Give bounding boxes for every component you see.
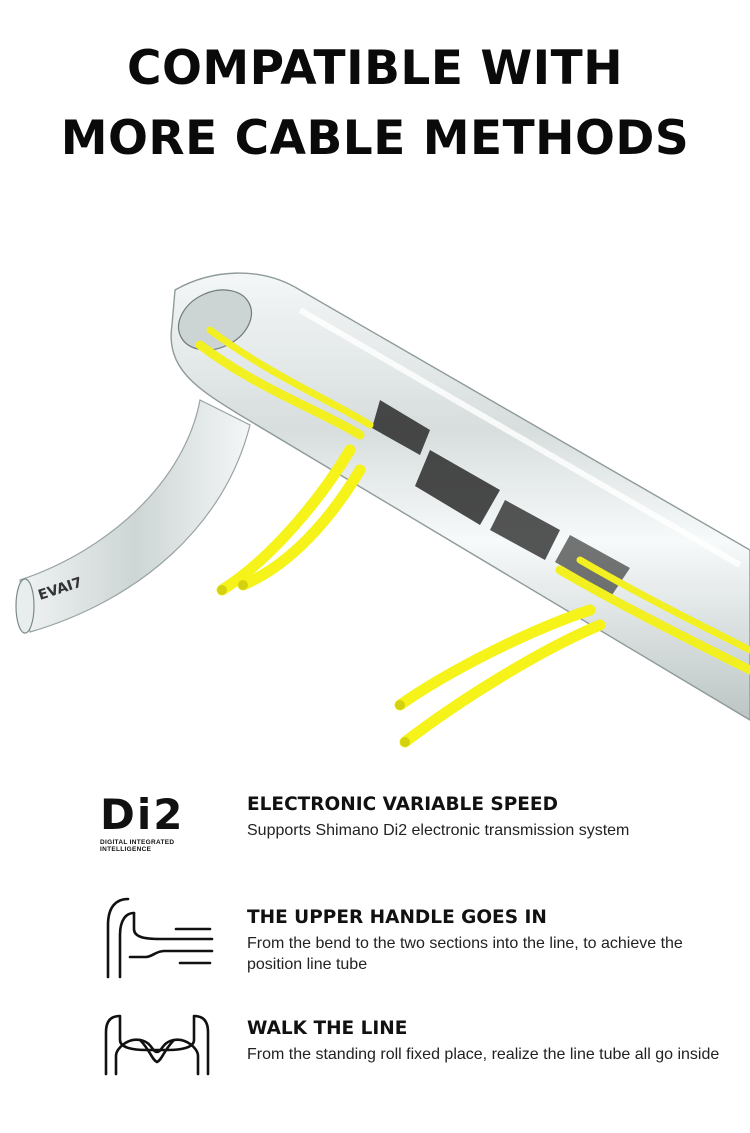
cable-exit-right [399, 619, 606, 748]
tube-logo-mark [415, 450, 500, 525]
cable-inner [206, 326, 374, 429]
headline-line-2: MORE CABLE METHODS [60, 111, 690, 166]
headline: COMPATIBLE WITH MORE CABLE METHODS [0, 34, 750, 174]
handlebar-hero-image: EVAI7 [15, 272, 750, 748]
feature-title: WALK THE LINE [247, 1018, 408, 1039]
di2-logo-icon: Di2 DIGITAL INTEGRATED INTELLIGENCE [100, 790, 215, 853]
upper-handle-cable-icon [106, 897, 214, 979]
feature-upper-handle: THE UPPER HANDLE GOES IN From the bend t… [0, 895, 750, 985]
feature-desc: From the standing roll fixed place, real… [247, 1046, 720, 1063]
cable-inner [555, 565, 750, 675]
cable-inner [195, 340, 365, 440]
walk-the-line-handlebar-icon [104, 1014, 210, 1076]
cable-exit-left [216, 444, 356, 596]
headline-line-1: COMPATIBLE WITH [126, 41, 624, 96]
feature-desc: From the bend to the two sections into t… [247, 935, 683, 973]
cable-inner [576, 556, 750, 654]
drop-end-cap [15, 578, 35, 634]
handlebar-drop [19, 399, 251, 633]
di2-logo-subtext: DIGITAL INTEGRATED INTELLIGENCE [100, 839, 175, 853]
di2-logo-text: Di2 [100, 790, 185, 839]
cable-exit-right [394, 604, 596, 711]
feature-di2: Di2 DIGITAL INTEGRATED INTELLIGENCE ELEC… [0, 790, 750, 853]
feature-title: ELECTRONIC VARIABLE SPEED [247, 794, 558, 815]
feature-desc: Supports Shimano Di2 electronic transmis… [247, 822, 630, 839]
cable-exit-left [237, 464, 366, 591]
feature-walk-the-line: WALK THE LINE From the standing roll fix… [0, 1010, 750, 1090]
tube-logo-mark [372, 400, 430, 455]
feature-title: THE UPPER HANDLE GOES IN [247, 907, 547, 928]
tube-logo-mark [490, 500, 560, 560]
